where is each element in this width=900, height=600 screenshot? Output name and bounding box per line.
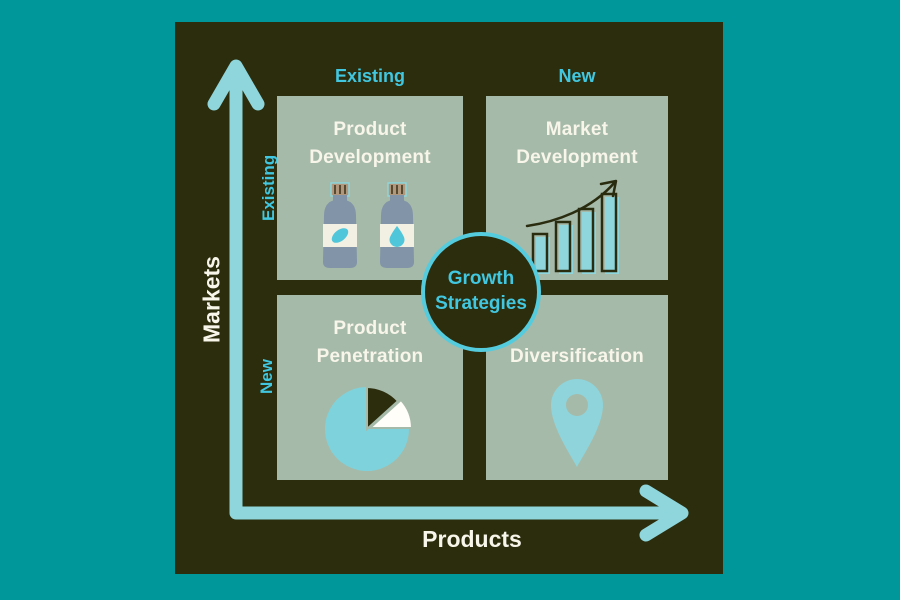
matrix-panel: Existing New Existing New Markets Produc…: [175, 22, 723, 574]
center-title-badge: Growth Strategies: [421, 232, 541, 352]
bottles-icon: [318, 171, 422, 280]
axis-arrows: [207, 59, 689, 542]
quadrant-title: Market Development: [516, 119, 638, 168]
column-header-new: New: [558, 66, 596, 86]
axis-lines: [229, 67, 683, 520]
bottle-leaf: [323, 181, 357, 268]
x-axis-label: Products: [422, 526, 522, 552]
quadrant-product-development: Product Development: [277, 96, 463, 280]
quadrant-title: Product Development: [309, 119, 431, 168]
column-header-existing: Existing: [334, 66, 405, 86]
y-axis-arrowhead-icon: [207, 59, 265, 111]
quadrant-title: Diversification: [510, 346, 644, 367]
location-pin-icon: [545, 371, 609, 480]
y-axis-label: Markets: [198, 256, 225, 344]
center-title-line2: Strategies: [435, 293, 527, 314]
growth-chart-icon: [523, 171, 631, 280]
pie-chart-icon: [320, 370, 420, 480]
quadrant-title: Product Penetration: [316, 318, 424, 367]
growth-arrow: [525, 179, 618, 227]
center-title-line1: Growth: [447, 268, 515, 290]
row-header-new: New: [257, 359, 276, 395]
x-axis-arrowhead-icon: [639, 484, 689, 542]
bottle-drop: [380, 181, 414, 268]
